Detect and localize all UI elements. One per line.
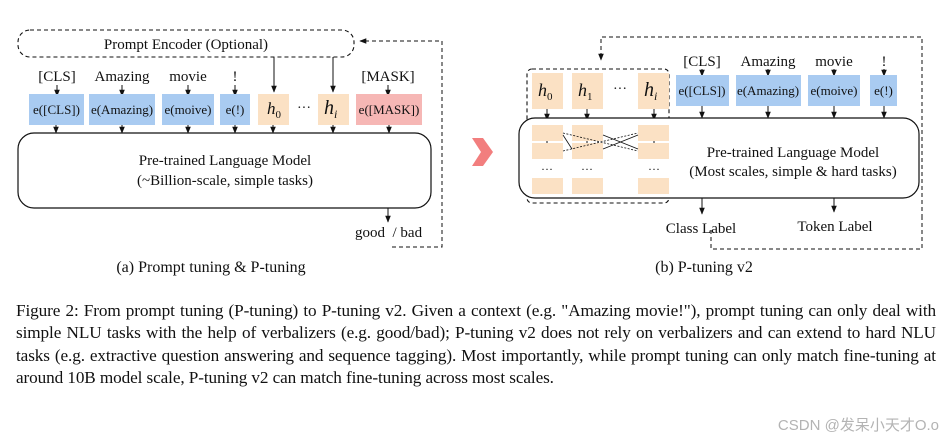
language-model-box-a	[17, 132, 432, 209]
prompt-encoder-box	[17, 29, 355, 58]
layer-dots-2: ···	[581, 162, 593, 176]
word-amazing-b: Amazing	[741, 54, 796, 70]
embedding-cls-b	[676, 75, 729, 106]
deep-prompt-h1	[572, 73, 603, 109]
embedding-amazing-label: e(Amazing)	[91, 102, 153, 117]
prompt-dots: ···	[297, 101, 311, 116]
deep-prompt-h0	[532, 73, 563, 109]
word-movie: movie	[169, 69, 207, 85]
prompt-encoder-label: Prompt Encoder (Optional)	[104, 37, 268, 53]
deep-prompt-hi-label: hi	[644, 79, 657, 103]
transition-arrow	[472, 138, 493, 166]
word-mask: [MASK]	[361, 69, 414, 85]
panel-a: Prompt Encoder (Optional) [CLS] Amazing …	[17, 29, 443, 276]
embedding-exclaim-b-label: e(!)	[874, 83, 893, 98]
embedding-mask-label: e([MASK])	[359, 102, 420, 117]
csdn-watermark: CSDN @发呆小天才O.o	[777, 417, 939, 434]
embedding-movie-b-label: e(moive)	[811, 83, 858, 98]
embedding-movie	[162, 94, 214, 125]
deep-prompt-h0-label: h0	[538, 80, 553, 103]
figure-diagram: Prompt Encoder (Optional) [CLS] Amazing …	[17, 29, 923, 276]
word-movie-b: movie	[815, 54, 853, 70]
prompt-hi	[318, 94, 349, 125]
figure-caption: Figure 2: From prompt tuning (P-tuning) …	[16, 301, 936, 387]
caption-a: (a) Prompt tuning & P-tuning	[116, 259, 305, 276]
word-cls-b: [CLS]	[683, 54, 721, 70]
embedding-amazing-b	[736, 75, 801, 106]
embedding-cls	[29, 94, 84, 125]
caption-b: (b) P-tuning v2	[655, 259, 753, 276]
prompt-h0	[258, 94, 289, 125]
embedding-amazing	[89, 94, 155, 125]
token-label: Token Label	[797, 219, 872, 235]
deep-prompt-dots: ···	[613, 82, 627, 97]
language-model-box-b	[518, 117, 920, 199]
word-exclaim-b: !	[882, 54, 887, 70]
layer-dots-1: ···	[541, 162, 553, 176]
layer-dots-3: ···	[648, 162, 660, 176]
deep-prompt-h1-label: h1	[578, 80, 593, 103]
embedding-amazing-b-label: e(Amazing)	[737, 83, 799, 98]
embedding-cls-b-label: e([CLS])	[679, 83, 726, 98]
prompt-h0-label: h0	[267, 99, 282, 121]
word-amazing: Amazing	[95, 69, 150, 85]
embedding-movie-label: e(moive)	[165, 102, 212, 117]
prompt-hi-label: hi	[324, 97, 337, 121]
deep-prompt-layer-grid: ··· ··· ···	[532, 125, 669, 194]
panel-b: h0 h1 ··· hi [CLS] Amazing movie ! e([CL…	[518, 36, 923, 276]
word-cls: [CLS]	[38, 69, 76, 85]
embedding-exclaim-b	[870, 75, 897, 106]
class-label: Class Label	[666, 221, 736, 237]
embedding-cls-label: e([CLS])	[33, 102, 80, 117]
word-exclaim: !	[233, 69, 238, 85]
embedding-exclaim-label: e(!)	[226, 102, 245, 117]
model-subtitle-b: (Most scales, simple & hard tasks)	[689, 164, 896, 180]
embedding-exclaim	[220, 94, 250, 125]
embedding-movie-b	[808, 75, 860, 106]
model-subtitle-a: (~Billion-scale, simple tasks)	[137, 173, 313, 189]
embedding-mask	[356, 94, 422, 125]
verbalizer-label: good / bad	[355, 225, 423, 241]
model-title-a: Pre-trained Language Model	[139, 153, 311, 169]
deep-prompt-hi	[638, 73, 669, 109]
model-title-b: Pre-trained Language Model	[707, 145, 879, 161]
